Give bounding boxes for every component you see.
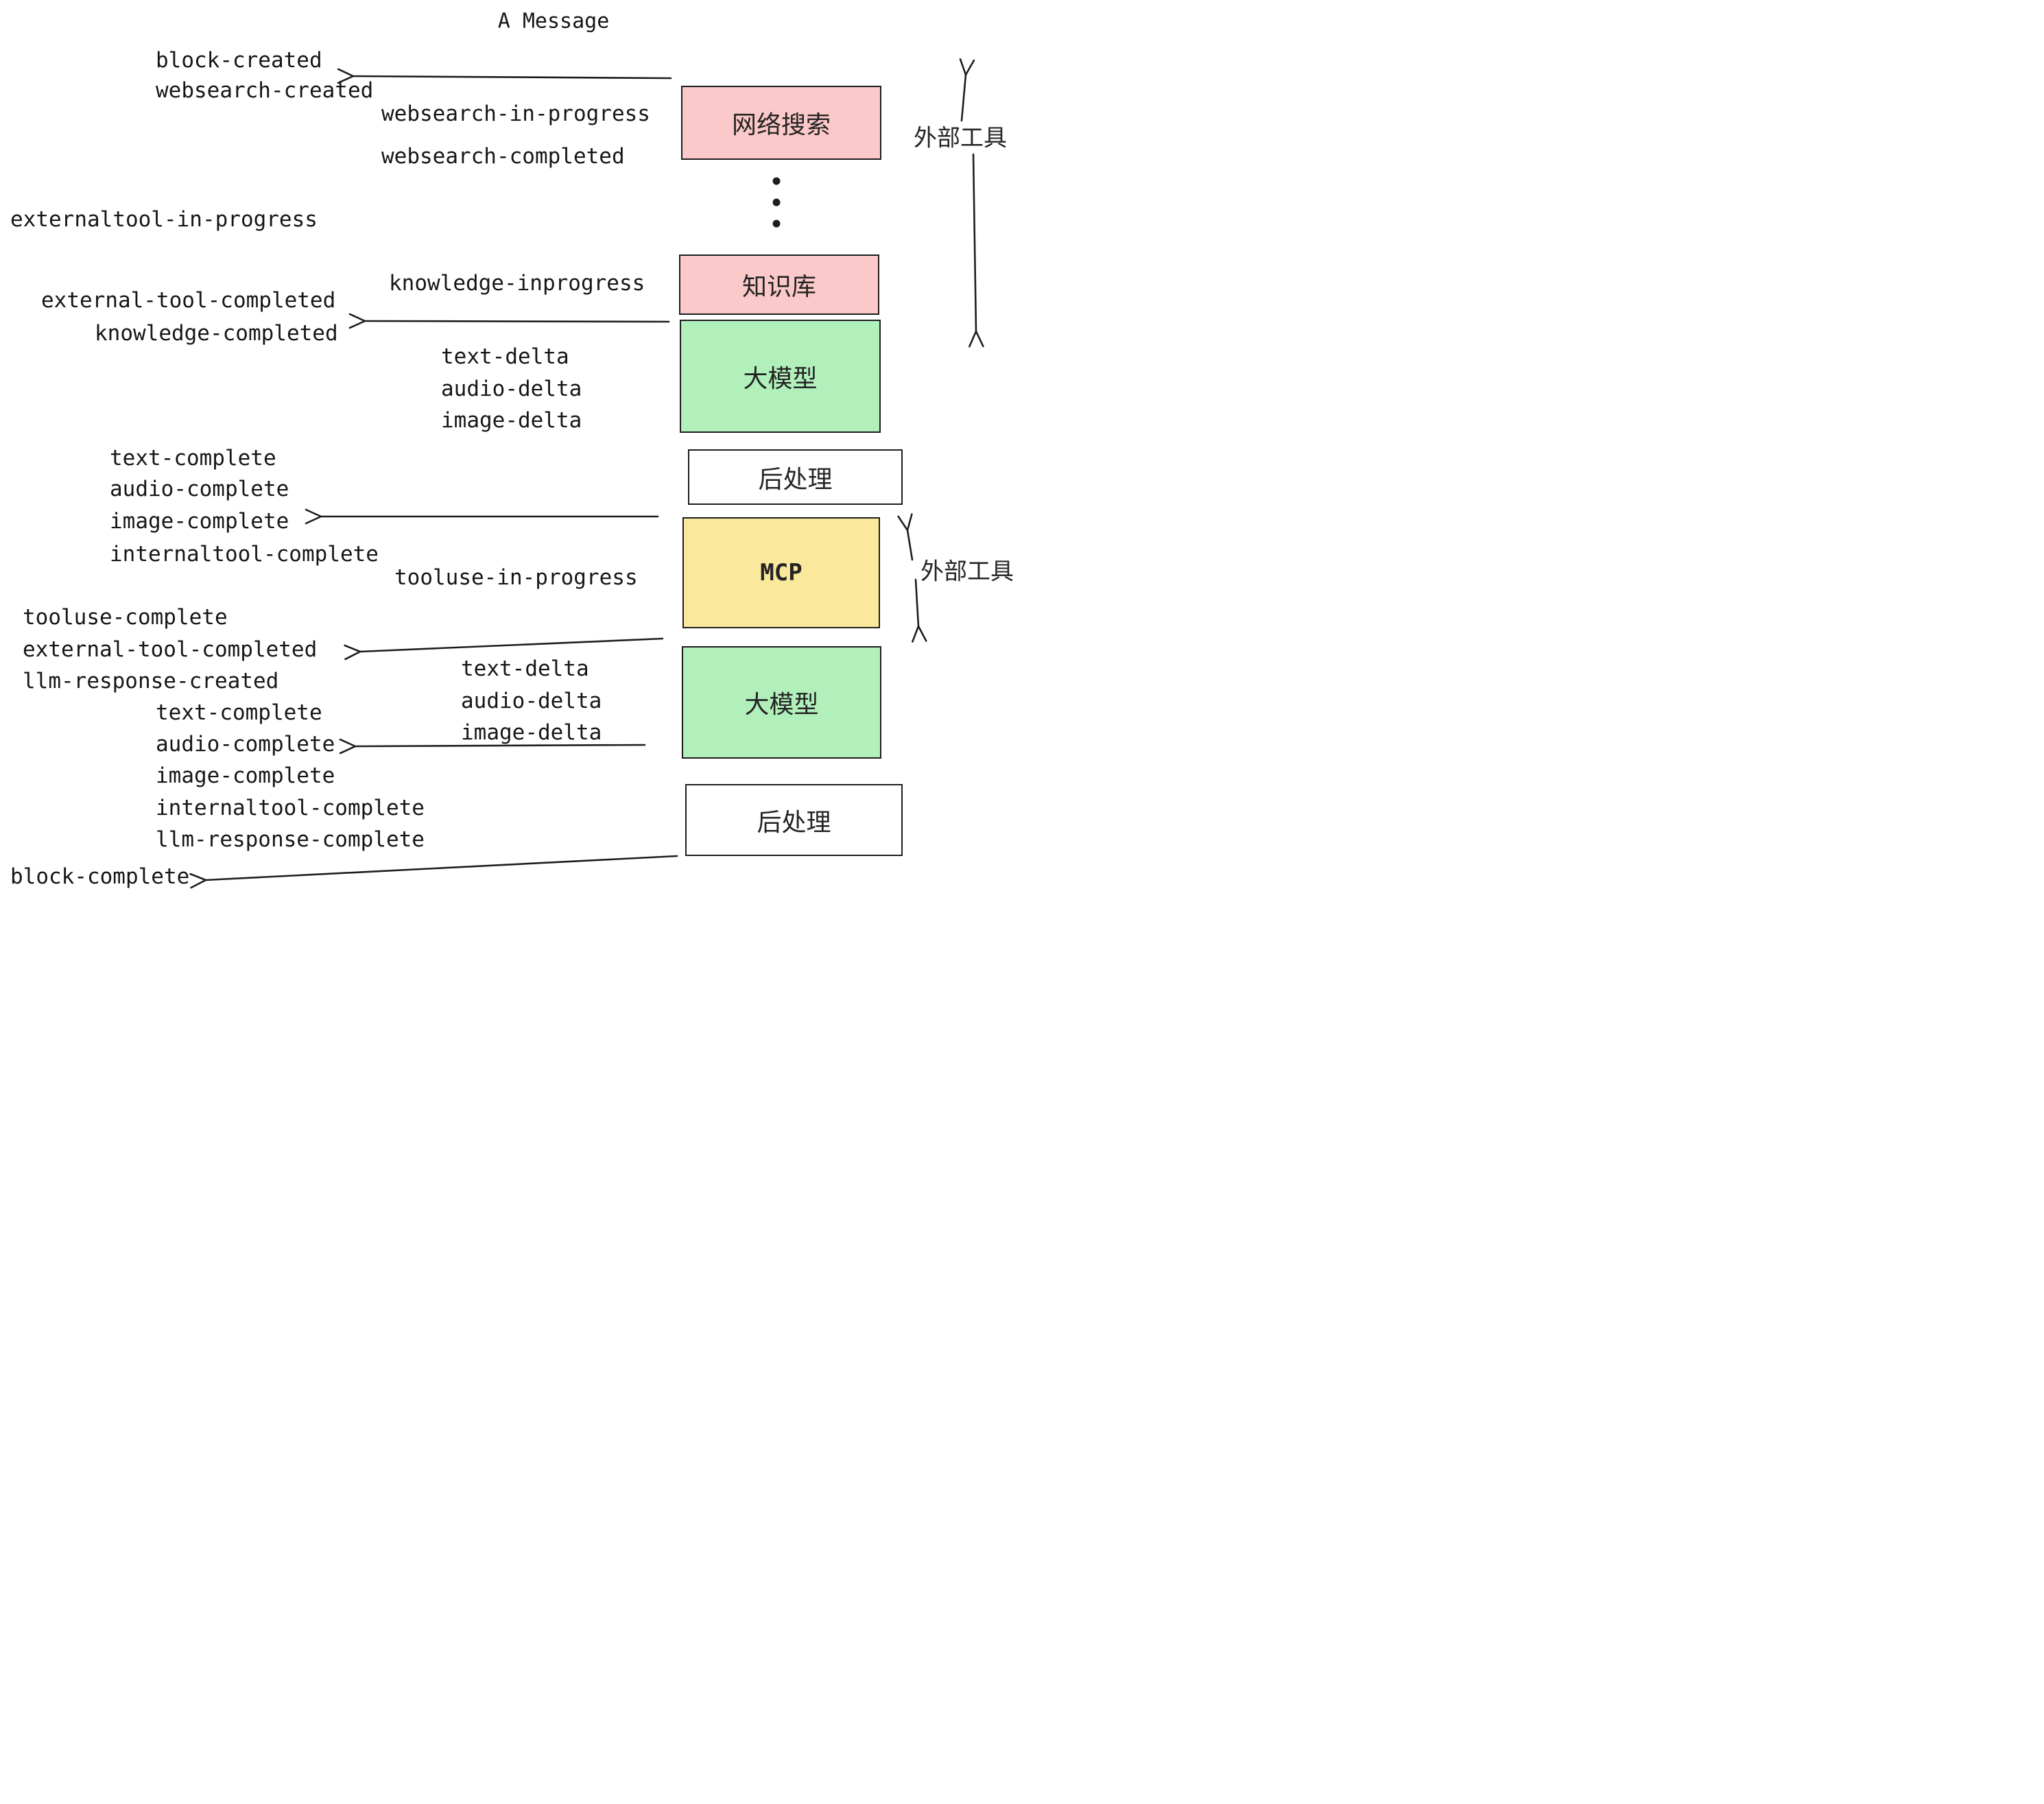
external-tools-label-top: 外部工具 [914, 125, 1007, 152]
event-audio-delta: audio-delta [441, 377, 582, 401]
external-tools-up-arrow-2 [897, 513, 914, 561]
arrow-knowledge-completed [348, 313, 670, 329]
arrow-websearch-created [337, 68, 672, 84]
event-text-complete: text-complete [110, 446, 276, 471]
event-knowledge-completed: knowledge-completed [95, 321, 338, 346]
event-external-tool-completed-2: external-tool-completed [23, 637, 318, 662]
event-websearch-in-progress: websearch-in-progress [381, 102, 650, 126]
event-audio-complete-2: audio-complete [156, 732, 335, 757]
event-websearch-completed: websearch-completed [381, 144, 625, 169]
box-llm-2: 大模型 [682, 646, 881, 759]
event-image-delta: image-delta [441, 408, 582, 433]
box-post-1: 后处理 [688, 449, 903, 505]
event-tooluse-in-progress: tooluse-in-progress [394, 565, 638, 590]
event-block-created: block-created [156, 48, 322, 73]
external-tools-down-arrow-2 [912, 578, 927, 643]
page-title: A Message [497, 9, 610, 34]
event-llm-response-complete: llm-response-complete [156, 827, 425, 852]
ellipsis-dots [772, 177, 781, 228]
event-external-tool-completed: external-tool-completed [41, 288, 336, 313]
arrow-internal-complete-2 [339, 738, 646, 755]
external-tools-down-arrow-1 [968, 153, 984, 348]
event-internaltool-complete-2: internaltool-complete [156, 796, 425, 820]
sequence-diagram: A Message block-created websearch-create… [0, 0, 1022, 902]
event-image-complete-2: image-complete [156, 763, 335, 788]
event-audio-complete: audio-complete [110, 477, 289, 501]
event-knowledge-inprogress: knowledge-inprogress [389, 271, 645, 296]
box-post-2: 后处理 [685, 784, 903, 856]
external-tools-label-mcp: 外部工具 [920, 558, 1014, 585]
box-websearch: 网络搜索 [681, 86, 881, 160]
box-llm-1: 大模型 [680, 320, 881, 433]
event-text-complete-2: text-complete [156, 700, 322, 725]
external-tools-up-arrow-1 [959, 58, 975, 122]
event-llm-response-created: llm-response-created [23, 669, 279, 693]
arrow-block-complete [189, 855, 678, 889]
event-audio-delta-2: audio-delta [461, 689, 602, 713]
event-websearch-created: websearch-created [156, 78, 374, 103]
event-text-delta: text-delta [441, 344, 569, 369]
event-internaltool-complete: internaltool-complete [110, 542, 379, 567]
event-block-complete: block-complete [10, 864, 190, 889]
box-knowledge: 知识库 [679, 254, 879, 315]
event-externaltool-in-progress: externaltool-in-progress [10, 207, 318, 232]
event-image-delta-2: image-delta [461, 720, 602, 745]
event-text-delta-2: text-delta [461, 656, 589, 681]
arrow-tooluse-complete [344, 637, 664, 661]
box-mcp: MCP [682, 517, 880, 628]
event-tooluse-complete: tooluse-complete [23, 605, 228, 630]
event-image-complete: image-complete [110, 509, 289, 534]
